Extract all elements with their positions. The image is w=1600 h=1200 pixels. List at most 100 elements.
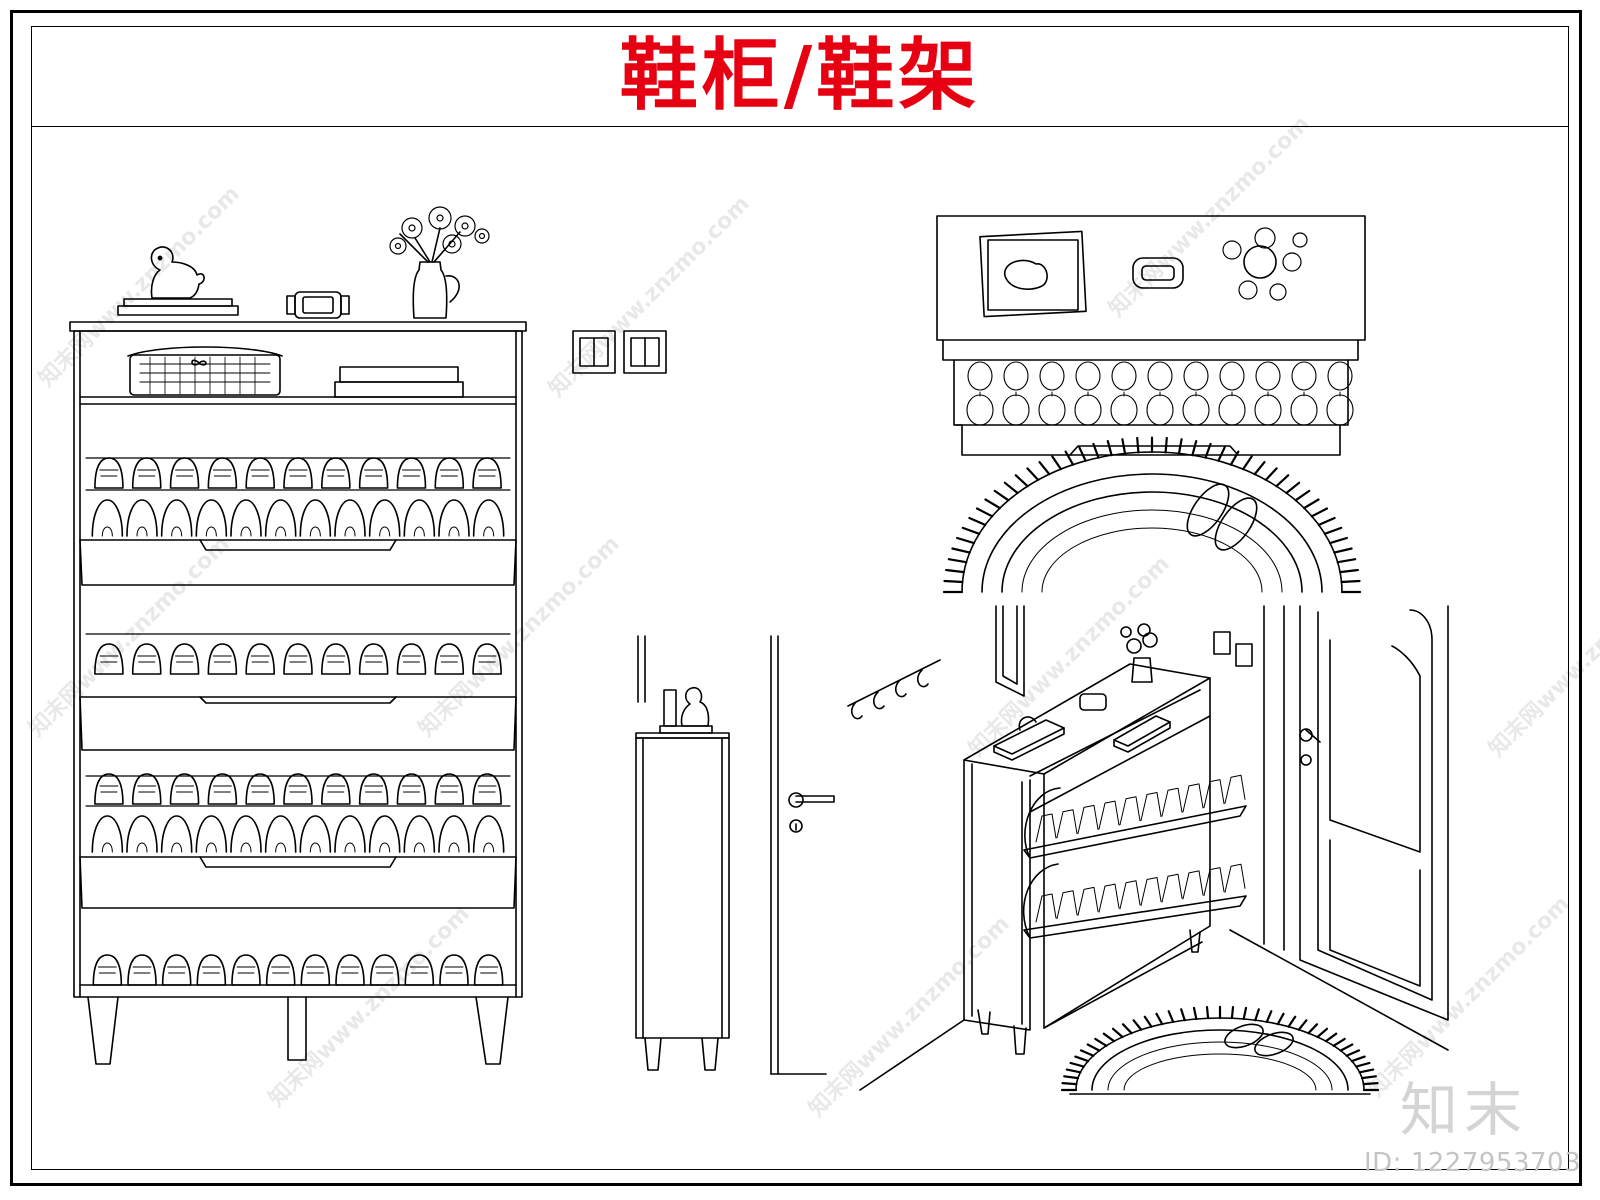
shoe-icon (472, 773, 502, 805)
cabinet-leg (1013, 1025, 1027, 1055)
flap-door (79, 539, 517, 586)
shoe-icon (169, 643, 200, 675)
door-handle-icon (788, 792, 835, 833)
flower-vase-icon (389, 206, 490, 319)
shoe-icon (92, 954, 123, 986)
cabinet-leg (701, 1037, 719, 1071)
flower-vase-icon (1120, 623, 1158, 683)
shoe-icon (396, 643, 427, 675)
shoe-icon (91, 815, 124, 853)
shoe-rows (966, 361, 1354, 426)
shoe-icon (131, 643, 162, 675)
shoe-icon (207, 773, 238, 805)
shoe-icon (300, 954, 331, 986)
shoe-icon (91, 499, 124, 537)
shoe-icon (169, 457, 200, 489)
shoe-icon (127, 954, 157, 986)
shoe-icon (230, 815, 262, 853)
shoe-icon (472, 499, 505, 537)
shoe-icon (434, 773, 465, 805)
shoe-icon (245, 643, 275, 675)
coat-hook-icon (847, 659, 941, 720)
shoe-rows (91, 457, 505, 986)
id-label: ID: 1227953703 (1364, 1148, 1582, 1178)
shoe-icon (131, 457, 162, 489)
mirror-icon (995, 605, 1025, 697)
half-round-rug-icon (1060, 1005, 1380, 1095)
cabinet-leg (475, 996, 509, 1065)
book-stack-icon (979, 230, 1087, 318)
clock-icon (1132, 257, 1184, 289)
shoe-icon (396, 457, 427, 489)
shoe-icon (396, 773, 427, 805)
book-stack-icon (659, 725, 713, 734)
shoe-icon (195, 815, 228, 853)
shoe-icon (126, 499, 158, 537)
shoe-icon (438, 499, 470, 537)
perspective-cabinet (963, 623, 1247, 1055)
shoe-icon (438, 815, 470, 853)
book-stack-icon (117, 298, 239, 316)
shoe-icon (131, 773, 162, 805)
wall-switch-icon (572, 330, 667, 374)
cabinet-top (69, 321, 527, 332)
shoe-icon (231, 954, 261, 986)
shoe-icon (207, 457, 238, 489)
door-icon (1263, 605, 1449, 1021)
page-title: 鞋柜/鞋架 (619, 30, 981, 121)
shoe-icon (473, 954, 504, 986)
flap-door (1023, 805, 1247, 859)
dog-figurine-icon (150, 246, 205, 299)
shoe-icon (126, 815, 158, 853)
brand-logo: 知末 (1400, 1076, 1529, 1144)
slippers-icon (1186, 483, 1258, 551)
top-view (936, 215, 1366, 594)
shoe-icon (94, 773, 124, 805)
cabinet-leg (644, 1037, 662, 1071)
cabinet-top-surface (936, 215, 1366, 341)
woven-basket-icon (127, 346, 283, 396)
shoe-icon (283, 643, 313, 675)
shoe-icon (207, 643, 238, 675)
shoe-icon (335, 954, 365, 986)
shoe-icon (403, 815, 436, 853)
title-band: 鞋柜/鞋架 (31, 26, 1569, 127)
shoe-icon (369, 954, 400, 986)
shoe-icon (160, 499, 193, 537)
shoe-icon (404, 954, 435, 986)
shoe-icon (334, 815, 366, 853)
door-elevation (770, 635, 835, 1075)
shoe-icon (299, 815, 332, 853)
inner-frame (31, 26, 1569, 1170)
shoe-icon (161, 954, 192, 986)
wall-switch-icon (1213, 631, 1253, 667)
shoe-icon (368, 499, 401, 537)
folded-cloth-icon (1113, 715, 1171, 753)
cabinet-leg (87, 996, 119, 1065)
shoe-icon (403, 499, 436, 537)
folded-cloth-icon (334, 366, 464, 398)
shoe-icon (160, 815, 193, 853)
flap-door (79, 856, 517, 909)
shoe-icon (245, 457, 275, 489)
shoe-icon (472, 815, 505, 853)
shoe-icon (94, 643, 124, 675)
shoe-icon (472, 457, 502, 489)
shoe-icon (299, 499, 332, 537)
shoe-icon (283, 773, 313, 805)
shoe-icon (368, 815, 401, 853)
side-cabinet-body (635, 737, 730, 1039)
shoe-icon (169, 773, 200, 805)
clock-icon (286, 291, 350, 319)
shoe-icon (283, 457, 313, 489)
shoe-icon (195, 499, 228, 537)
shoe-icon (321, 643, 351, 675)
shoe-icon (439, 954, 469, 986)
perspective-view (847, 605, 1449, 1095)
shoe-icon (264, 815, 297, 853)
dog-figurine-icon (663, 686, 710, 727)
shoe-icon (358, 457, 389, 489)
shoe-icon (434, 457, 465, 489)
shoe-icon (434, 643, 465, 675)
